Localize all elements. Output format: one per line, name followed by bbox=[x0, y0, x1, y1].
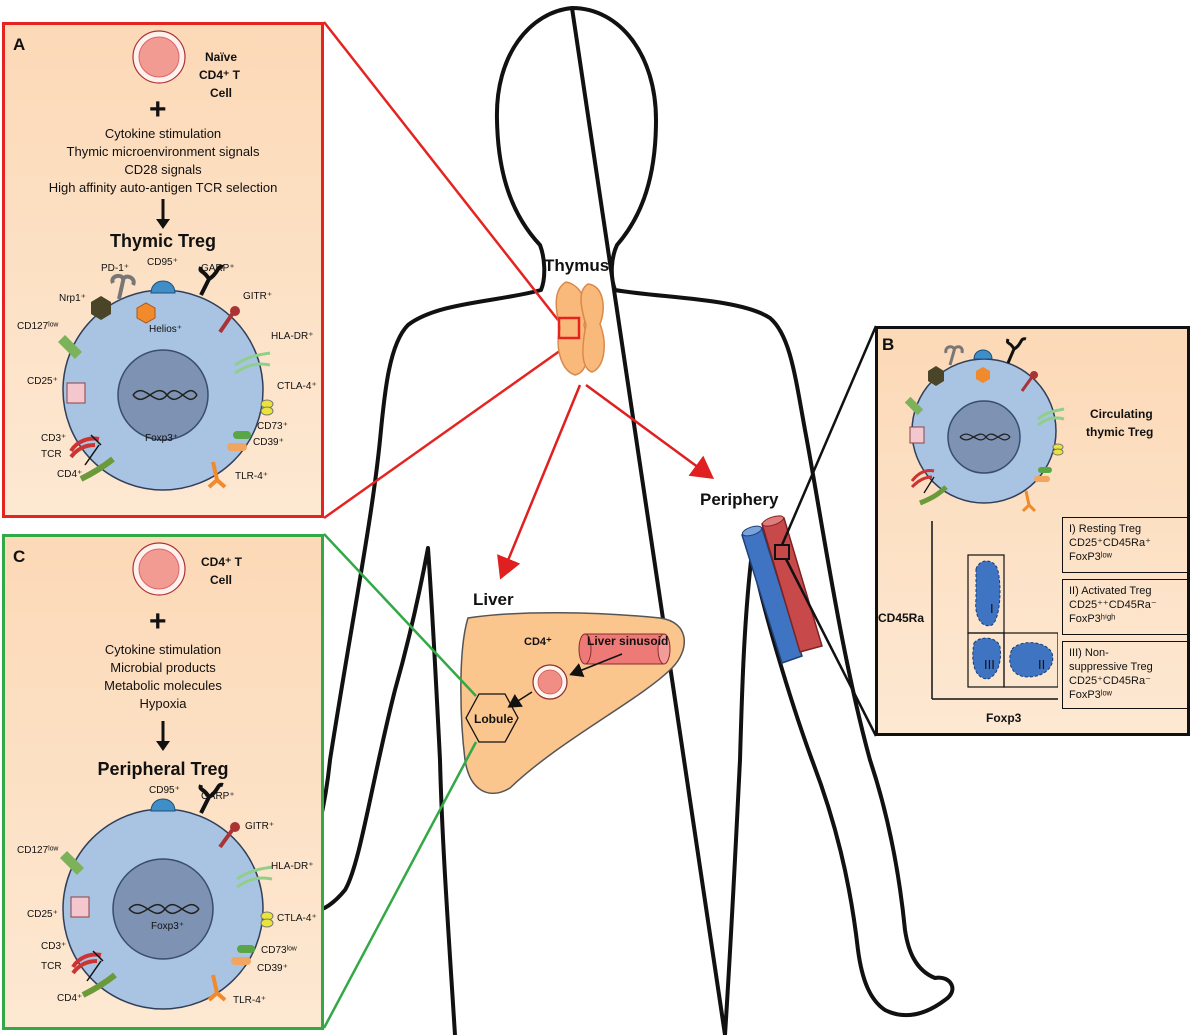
legend-3-line-3: CD25⁺CD45Ra⁻ bbox=[1069, 675, 1151, 687]
lobule-label: Lobule bbox=[474, 712, 514, 726]
peripheral-treg-cell bbox=[59, 782, 274, 1010]
marker-cd3: CD3⁺ bbox=[41, 433, 67, 444]
circulating-label-1: Circulating bbox=[1090, 407, 1153, 421]
legend-resting-treg: I) Resting Treg CD25⁺CD45Ra⁺ FoxP3ˡᵒʷ bbox=[1062, 517, 1188, 573]
marker-ctla4: CTLA-4⁺ bbox=[277, 913, 317, 924]
liver-label: Liver bbox=[473, 590, 514, 609]
panel-c-peripheral-treg: C CD4⁺ T Cell + Cytokine stimulation Mic… bbox=[2, 534, 324, 1030]
marker-cd127: CD127ˡᵒʷ bbox=[17, 845, 59, 856]
liver-cd4-label: CD4⁺ bbox=[524, 636, 552, 648]
marker-foxp3: Foxp3⁺ bbox=[145, 433, 179, 444]
panel-letter-a: A bbox=[13, 35, 26, 54]
legend-2-line-2: CD25⁺⁺CD45Ra⁻ bbox=[1069, 599, 1157, 611]
signal-2: Thymic microenvironment signals bbox=[66, 144, 260, 159]
legend-3-line-4: FoxP3ˡᵒʷ bbox=[1069, 689, 1112, 701]
marker-garp: GARP⁺ bbox=[201, 791, 235, 802]
naive-label-2: CD4⁺ T bbox=[199, 68, 241, 82]
cd4-cell-icon bbox=[132, 542, 186, 596]
marker-cd73: CD73ˡᵒʷ bbox=[261, 945, 297, 956]
marker-cd4: CD4⁺ bbox=[57, 469, 83, 480]
legend-nonsuppressive-treg: III) Non- suppressive Treg CD25⁺CD45Ra⁻ … bbox=[1062, 641, 1188, 709]
marker-cd39: CD39⁺ bbox=[257, 963, 288, 974]
down-arrow-icon bbox=[156, 199, 170, 229]
peripheral-treg-title: Peripheral Treg bbox=[97, 759, 229, 779]
panel-a-thymic-treg: A Naïve CD4⁺ T Cell + Cytokine stimulati… bbox=[2, 22, 324, 518]
naive-label-1: Naïve bbox=[205, 50, 238, 64]
marker-cd127: CD127ˡᵒʷ bbox=[17, 321, 59, 332]
periphery-label: Periphery bbox=[700, 490, 779, 509]
x-axis-label: Foxp3 bbox=[986, 711, 1022, 725]
marker-helios: Helios⁺ bbox=[149, 324, 183, 335]
marker-pd1: PD-1⁺ bbox=[101, 263, 130, 274]
signal-1: Cytokine stimulation bbox=[104, 642, 222, 657]
marker-gitr: GITR⁺ bbox=[245, 821, 275, 832]
gate-3-label: III bbox=[984, 657, 995, 672]
signal-3: CD28 signals bbox=[124, 162, 202, 177]
legend-3-line-2: suppressive Treg bbox=[1069, 661, 1153, 673]
signal-4: Hypoxia bbox=[139, 696, 187, 711]
legend-2-line-3: FoxP3ʰⁱᵍʰ bbox=[1069, 613, 1116, 625]
naive-label-3: Cell bbox=[210, 86, 233, 100]
liver-sinusoid-label: Liver sinusoid bbox=[587, 634, 669, 648]
panel-letter-b: B bbox=[882, 335, 895, 354]
panel-b-circulating-treg: B Circulating thymic Treg bbox=[875, 326, 1190, 736]
gate-1-label: I bbox=[990, 601, 994, 616]
marker-garp: GARP⁺ bbox=[201, 263, 235, 274]
marker-cd95: CD95⁺ bbox=[147, 257, 178, 268]
panel-letter-c: C bbox=[13, 547, 26, 566]
legend-3-line-1: III) Non- bbox=[1069, 647, 1109, 659]
marker-foxp3: Foxp3⁺ bbox=[151, 921, 185, 932]
marker-cd25: CD25⁺ bbox=[27, 376, 58, 387]
marker-cd73: CD73⁺ bbox=[257, 421, 288, 432]
down-arrow-icon bbox=[156, 721, 170, 751]
marker-nrp1: Nrp1⁺ bbox=[59, 293, 86, 304]
thymus-label: Thymus bbox=[544, 256, 610, 275]
thymic-treg-cell bbox=[57, 264, 274, 491]
marker-tcr: TCR bbox=[41, 961, 62, 972]
marker-hladr: HLA-DR⁺ bbox=[271, 331, 314, 342]
thymic-treg-title: Thymic Treg bbox=[109, 231, 217, 251]
signal-1: Cytokine stimulation bbox=[104, 126, 222, 141]
marker-cd95: CD95⁺ bbox=[149, 785, 180, 796]
circulating-label-2: thymic Treg bbox=[1086, 425, 1154, 439]
plus-sign: + bbox=[149, 605, 167, 638]
naive-cell-icon bbox=[132, 30, 186, 84]
marker-tlr4: TLR-4⁺ bbox=[233, 995, 267, 1006]
marker-cd3: CD3⁺ bbox=[41, 941, 67, 952]
legend-1-line-2: CD25⁺CD45Ra⁺ bbox=[1069, 537, 1151, 549]
y-axis-label: CD45Ra bbox=[878, 611, 925, 625]
marker-gitr: GITR⁺ bbox=[243, 291, 273, 302]
marker-hladr: HLA-DR⁺ bbox=[271, 861, 314, 872]
marker-tcr: TCR bbox=[41, 449, 62, 460]
legend-1-line-3: FoxP3ˡᵒʷ bbox=[1069, 551, 1112, 563]
legend-2-line-1: II) Activated Treg bbox=[1069, 585, 1152, 597]
circulating-treg-cell bbox=[904, 337, 1065, 513]
marker-tlr4: TLR-4⁺ bbox=[235, 471, 269, 482]
body-outline bbox=[298, 6, 955, 1035]
gate-2-label: II bbox=[1038, 657, 1046, 672]
cd4-cell-label-2: Cell bbox=[210, 573, 233, 587]
marker-ctla4: CTLA-4⁺ bbox=[277, 381, 317, 392]
signal-3: Metabolic molecules bbox=[104, 678, 222, 693]
legend-activated-treg: II) Activated Treg CD25⁺⁺CD45Ra⁻ FoxP3ʰⁱ… bbox=[1062, 579, 1188, 635]
marker-cd25: CD25⁺ bbox=[27, 909, 58, 920]
plus-sign: + bbox=[149, 93, 167, 126]
signal-4: High affinity auto-antigen TCR selection bbox=[48, 180, 278, 195]
flow-cytometry-plot bbox=[931, 521, 1058, 700]
marker-cd39: CD39⁺ bbox=[253, 437, 284, 448]
marker-cd4: CD4⁺ bbox=[57, 993, 83, 1004]
signal-2: Microbial products bbox=[110, 660, 216, 675]
blood-vessels bbox=[741, 515, 823, 664]
legend-1-line-1: I) Resting Treg bbox=[1069, 523, 1142, 535]
cd4-cell-label-1: CD4⁺ T bbox=[201, 555, 243, 569]
